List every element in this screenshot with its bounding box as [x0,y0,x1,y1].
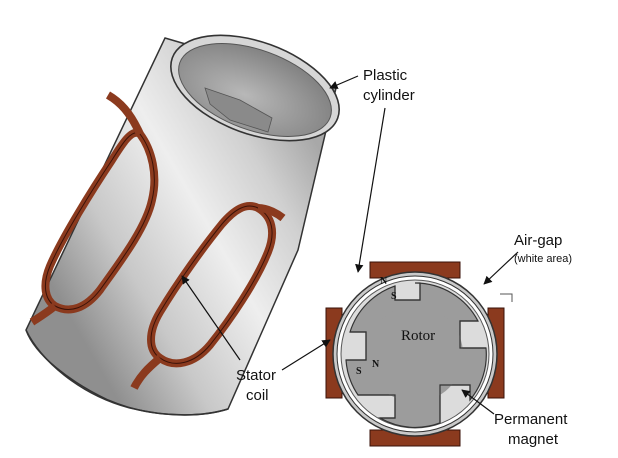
arrow-to-magnet [461,389,495,415]
svg-text:Air-gap: Air-gap [514,232,562,249]
arrow-to-cylinder-end [329,75,359,89]
label-permanent-magnet: Permanent magnet [494,411,568,448]
label-stator-coil: Stator coil [236,367,276,404]
svg-text:cylinder: cylinder [363,87,415,104]
arrow-to-cross-section [355,107,386,273]
pole-label-s-bottom: S [356,366,362,377]
pole-label-n-top: N [380,276,388,287]
svg-text:Permanent: Permanent [494,411,568,428]
pole-label-s-top: S [391,291,397,302]
motor-cross-section: Rotor N S N S [325,261,513,447]
cylinder-opening [170,34,340,142]
front-coil-right [130,202,286,390]
pole-label-n-bottom: N [372,359,380,370]
label-air-gap: Air-gap (white area) [514,232,572,265]
svg-text:(white area): (white area) [514,253,572,265]
arrow-to-coil-pad [281,339,331,371]
svg-text:magnet: magnet [508,431,559,448]
svg-text:coil: coil [246,387,269,404]
label-plastic-cylinder: Plastic cylinder [363,67,415,104]
svg-text:Stator: Stator [236,367,276,384]
svg-text:Plastic: Plastic [363,67,408,84]
front-coil-left [29,91,159,326]
stator-cylinder [25,34,340,416]
arrow-to-air-gap [483,251,519,285]
arrow-to-coil [181,275,241,361]
rotor-label: Rotor [401,328,435,344]
